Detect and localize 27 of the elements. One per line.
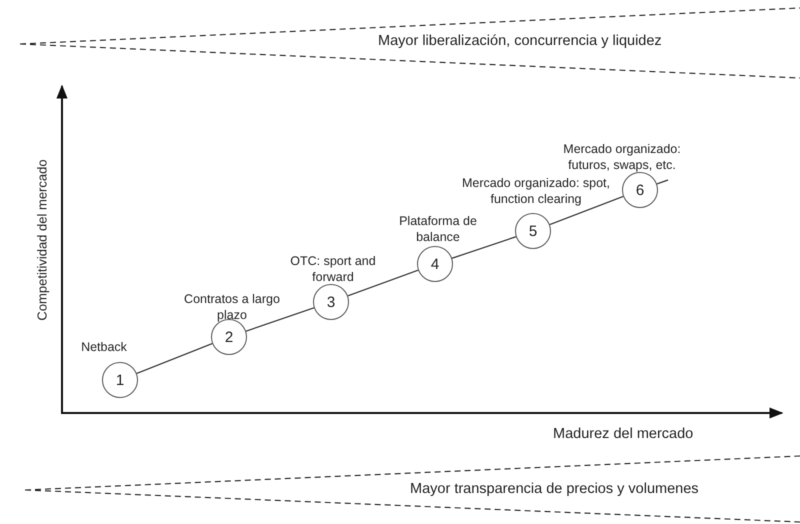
axis-title: Competitividad del mercado (34, 159, 50, 321)
connector-line (348, 270, 418, 296)
step-number: 5 (528, 222, 538, 240)
trend-label: Mayor liberalización, concurrencia y liquidez (378, 33, 662, 49)
step-number: 3 (326, 294, 336, 310)
step-circle (313, 284, 349, 320)
step-number: 6 (636, 182, 644, 198)
trend-label: Mayor transparencia de precios y volumenes (410, 481, 699, 497)
step-description: Contratos a largo plazo (183, 292, 281, 324)
step-circle (417, 246, 453, 282)
step-description: Mercado organizado: futuros, swaps, etc. (562, 142, 682, 174)
connector-line (136, 343, 212, 374)
connector-line (452, 236, 516, 259)
step-number: 4 (430, 256, 440, 272)
axis-title: Madurez del mercado (553, 426, 694, 442)
step-description: Netback (80, 340, 128, 356)
step-number: 2 (224, 328, 234, 346)
step-description: Mercado organizado: spot, function clearing (461, 176, 611, 208)
step-circle (622, 172, 658, 208)
connector-line (550, 196, 624, 226)
step-circle (102, 362, 138, 398)
connector-line (246, 307, 314, 332)
step-description: Plataforma de balance (398, 214, 478, 246)
step-description: OTC: sport and forward (289, 254, 377, 286)
connector-line (656, 179, 668, 185)
step-number: 1 (116, 372, 124, 388)
step-circle (515, 213, 551, 249)
